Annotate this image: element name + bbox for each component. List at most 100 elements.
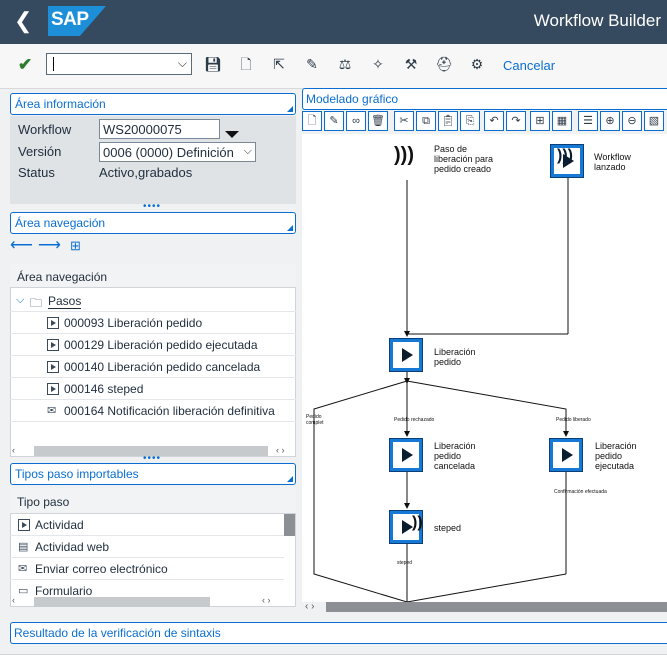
node-cancelled[interactable] xyxy=(389,438,423,472)
tree-item[interactable]: 000129 Liberación pedido ejecutada xyxy=(64,338,258,352)
nav-area-header[interactable]: Área navegación xyxy=(10,212,296,234)
syntax-check-title: Resultado de la verificación de sintaxis xyxy=(14,626,221,640)
node-executed-label: Liberación pedido ejecutada xyxy=(595,441,637,471)
edge-label-confirmation: Confirmación efectuada xyxy=(554,489,607,495)
scroll-right-icon[interactable]: ‹ › xyxy=(276,445,285,455)
balance-icon[interactable]: ⚖︎ xyxy=(338,56,352,72)
horizontal-scrollbar[interactable] xyxy=(34,446,268,456)
node-workflow-started[interactable] xyxy=(550,144,584,178)
chevron-down-icon: ⌵ xyxy=(243,145,252,157)
step-type-item[interactable]: Enviar correo electrónico xyxy=(35,562,168,576)
hierarchy-icon[interactable]: ⊞ xyxy=(530,111,550,131)
tree-item[interactable]: 000093 Liberación pedido xyxy=(64,316,202,330)
version-select[interactable]: 0006 (0000) Definición ⌵ xyxy=(99,142,256,162)
command-field[interactable]: ⌵ xyxy=(46,53,192,75)
new-icon[interactable]: 🗋︎ xyxy=(302,111,322,131)
text-caret xyxy=(53,57,54,71)
info-area-header[interactable]: Área información xyxy=(10,93,296,115)
workflow-label: Workflow xyxy=(18,122,72,137)
step-type-item[interactable]: Formulario xyxy=(35,584,93,596)
email-icon: ✉ xyxy=(18,563,28,575)
folder-icon: 🗀︎ xyxy=(30,296,43,310)
node-release[interactable] xyxy=(389,338,423,372)
step-type-item[interactable]: Actividad web xyxy=(35,540,110,554)
node-cancelled-label: Liberación pedido cancelada xyxy=(434,441,476,471)
tree-item-label: 000129 Liberación pedido ejecutada xyxy=(64,338,258,352)
tree-item[interactable]: 000140 Liberación pedido cancelada xyxy=(64,360,260,374)
check-syntax-icon[interactable]: ✎ xyxy=(306,56,318,72)
scroll-left-icon[interactable]: ‹ xyxy=(12,445,15,455)
scroll-left-icon[interactable]: ‹ xyxy=(12,595,15,605)
chevron-down-icon[interactable]: ⌵ xyxy=(16,294,25,306)
graphic-toolbar: 🗋︎ ✎ ∞ 🗑︎ ✂︎ ⧉ 📋︎ ⎘ ↶ ↷ ⊞ ▦ ☰ ⊕ ⊖ ▧ xyxy=(302,111,667,133)
layout-icon[interactable]: ▦ xyxy=(552,111,572,131)
paste-special-icon[interactable]: ⎘ xyxy=(460,111,480,131)
node-release-label: Liberación pedido xyxy=(434,347,476,367)
back-icon[interactable]: ❮ xyxy=(14,8,33,33)
workflow-connectors xyxy=(313,178,569,602)
list-icon[interactable]: ☰ xyxy=(578,111,598,131)
copy-icon[interactable]: ⧉ xyxy=(416,111,436,131)
pencil-icon[interactable]: ✎ xyxy=(324,111,344,131)
web-activity-icon: ▤ xyxy=(18,541,29,553)
tree-item[interactable]: 000164 Notificación liberación definitiv… xyxy=(64,404,294,418)
graphic-canvas[interactable]: ))) Paso de liberación para pedido cread… xyxy=(302,134,667,602)
row-divider xyxy=(10,535,284,536)
form-icon: ▭ xyxy=(18,585,29,597)
expand-corner-icon xyxy=(287,106,293,112)
step-types-header[interactable]: Tipos paso importables xyxy=(10,463,296,485)
vertical-scrollbar-thumb[interactable] xyxy=(284,514,295,536)
undo-icon[interactable]: ↶ xyxy=(484,111,504,131)
paste-icon[interactable]: 📋︎ xyxy=(438,111,458,131)
graphic-scrollbar[interactable]: ‹ › xyxy=(302,601,667,613)
zoom-in-icon[interactable]: ⊕ xyxy=(600,111,620,131)
magic-wand-icon[interactable]: ✧ xyxy=(372,56,384,72)
edge-label-steped: steped xyxy=(397,560,413,566)
splitter-grip[interactable]: •••• xyxy=(143,201,162,212)
checkmark-icon[interactable]: ✔ xyxy=(18,55,33,74)
logo-text: SAP xyxy=(51,9,89,30)
mail-step-icon: ✉ xyxy=(47,405,57,417)
workflow-field[interactable]: WS20000075 xyxy=(99,119,220,139)
scroll-arrows-icon[interactable]: ‹ › xyxy=(305,601,315,612)
arrow-left-icon[interactable]: ⟵ xyxy=(10,237,33,254)
zoom-out-icon[interactable]: ⊖ xyxy=(622,111,642,131)
version-value: 0006 (0000) Definición xyxy=(103,145,234,160)
scroll-arrows-icon[interactable]: ‹ › xyxy=(262,595,271,605)
new-document-icon[interactable]: 🗋︎ xyxy=(240,56,252,72)
shell-header xyxy=(0,0,667,44)
bottom-strip xyxy=(0,654,667,665)
workflow-value: WS20000075 xyxy=(103,122,182,137)
hat-icon[interactable]: ⛑︎ xyxy=(435,56,453,72)
trash-icon[interactable]: 🗑︎ xyxy=(368,111,388,131)
syntax-check-header[interactable]: Resultado de la verificación de sintaxis xyxy=(10,622,667,644)
graphic-header[interactable]: Modelado gráfico xyxy=(302,88,667,110)
save-icon[interactable]: 💾︎ xyxy=(204,56,222,72)
tree-item[interactable]: 000146 steped xyxy=(64,382,143,396)
step-type-item[interactable]: Actividad xyxy=(35,518,84,532)
tree-root-pasos[interactable]: Pasos xyxy=(48,294,82,309)
triangle-down-icon[interactable] xyxy=(225,131,239,138)
redo-icon[interactable]: ↷ xyxy=(506,111,526,131)
cut-icon[interactable]: ✂︎ xyxy=(394,111,414,131)
nav-tree xyxy=(10,264,296,457)
chevron-down-icon[interactable]: ⌵ xyxy=(177,56,187,70)
row-divider xyxy=(10,557,284,558)
glasses-icon[interactable]: ∞ xyxy=(346,111,366,131)
horizontal-scrollbar[interactable] xyxy=(34,597,210,607)
node-steped[interactable] xyxy=(389,510,423,544)
scrollbar-thumb[interactable] xyxy=(326,602,667,612)
edge-label-released: Pedido liberado xyxy=(556,417,591,423)
row-divider xyxy=(10,333,296,334)
test-icon[interactable]: ⚒︎ xyxy=(404,56,418,72)
export-icon[interactable]: ⇱ xyxy=(273,56,285,72)
image-icon[interactable]: ▧ xyxy=(644,111,664,131)
binding-icon[interactable]: ⚙︎ xyxy=(470,56,484,72)
expand-corner-icon xyxy=(287,225,293,231)
hierarchy-icon[interactable]: ⊞ xyxy=(70,238,81,253)
arrow-right-icon[interactable]: ⟶ xyxy=(38,237,61,254)
splitter-grip[interactable]: •••• xyxy=(143,453,162,464)
node-steped-label: steped xyxy=(434,523,462,533)
node-executed[interactable] xyxy=(549,438,583,472)
cancel-button[interactable]: Cancelar xyxy=(503,58,556,73)
